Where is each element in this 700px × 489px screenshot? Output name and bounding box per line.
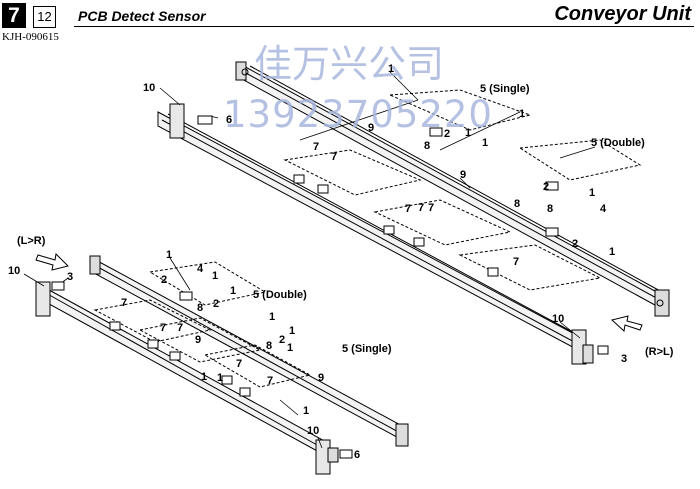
callout-5-single-upper: 5 (Single) [480,83,530,95]
page-number: 12 [33,6,56,28]
callout-1-lower-a: 1 [212,270,218,282]
callout-7-upper-e: 7 [428,202,434,214]
callout-3-lower: 3 [67,271,73,283]
callout-6-lower: 6 [354,449,360,461]
callout-2-lower-c: 2 [279,334,285,346]
callout-9-lower-b: 9 [318,372,324,384]
callout-1-lower-b: 1 [230,285,236,297]
callout-8-lower-b: 8 [266,340,272,352]
callout-2-upper: 2 [444,128,450,140]
callout-4-upper: 4 [600,203,607,215]
unit-title: Conveyor Unit [554,3,691,25]
callout-7-lower-e: 7 [267,375,273,387]
lower-back-rail [89,255,409,447]
callout-1-upper-mid2: 1 [482,137,488,149]
callout-2-upper-c: 2 [572,238,578,250]
upper-back-rail [235,61,670,317]
callout-2-upper-b: 2 [543,181,549,193]
callout-8-lower: 8 [197,302,203,314]
callout-1-lower-d: 1 [289,325,295,337]
flow-arrow-left-to-right [35,252,69,271]
callout-1-upper-b: 1 [589,187,595,199]
upper-front-rail [157,103,594,365]
callout-5-double-lower: 5 (Double) [253,289,307,301]
callout-1-top: 1 [388,63,394,75]
callout-7-lower-b: 7 [160,322,166,334]
callout-5-single-lower: 5 (Single) [342,343,392,355]
callout-1-upper-c: 1 [609,246,615,258]
callout-1-lower-c: 1 [269,311,275,323]
callout-4-lower: 4 [197,263,204,275]
callout-9-upper: 9 [368,122,374,134]
callout-5-double-upper: 5 (Double) [591,137,645,149]
callout-8-upper: 8 [424,140,430,152]
callout-10-right: 10 [552,313,564,325]
section-title: PCB Detect Sensor [78,8,206,24]
document-code: KJH-090615 [2,31,59,43]
callout-8-upper-b: 8 [514,198,520,210]
callout-1-upper-right: 1 [519,108,525,120]
callout-3-right: 3 [621,353,627,365]
leader-lines [23,71,607,456]
callout-2-lower: 2 [161,274,167,286]
direction-label-l-r: (L>R) [17,235,46,247]
callout-1-lower-f: 1 [201,371,207,383]
callout-10-lower: 10 [8,265,20,277]
callout-7-upper-f: 7 [513,256,519,268]
flow-arrow-right-to-left [610,315,643,332]
callout-1-lower-top: 1 [166,249,172,261]
callout-7-lower-a: 7 [121,297,127,309]
callout-10-lower-b: 10 [307,425,319,437]
callout-7-upper-a: 7 [313,141,319,153]
watermark-company: 佳万兴公司 [254,42,445,86]
header-rule [74,26,694,27]
callout-1-lower-h: 1 [303,405,309,417]
watermark-phone: 13923705220 [223,93,493,136]
callout-1-upper-mid: 1 [465,127,471,139]
callout-7-upper-c: 7 [405,203,411,215]
callout-7-lower-c: 7 [177,322,183,334]
callout-9-lower: 9 [195,334,201,346]
callout-1-lower-g: 1 [217,372,223,384]
callout-7-lower-d: 7 [236,358,242,370]
callout-8-upper-c: 8 [547,203,553,215]
callout-7-upper-d: 7 [418,202,424,214]
callout-9-upper-b: 9 [460,169,466,181]
chapter-number: 7 [2,3,26,28]
callout-2-lower-b: 2 [213,298,219,310]
callout-6-upper: 6 [226,114,232,126]
direction-label-r-l: (R>L) [645,346,674,358]
sensor-parts [51,115,609,459]
callout-1-lower-e: 1 [287,342,293,354]
callout-10-upper: 10 [143,82,155,94]
callout-7-upper-b: 7 [331,151,337,163]
